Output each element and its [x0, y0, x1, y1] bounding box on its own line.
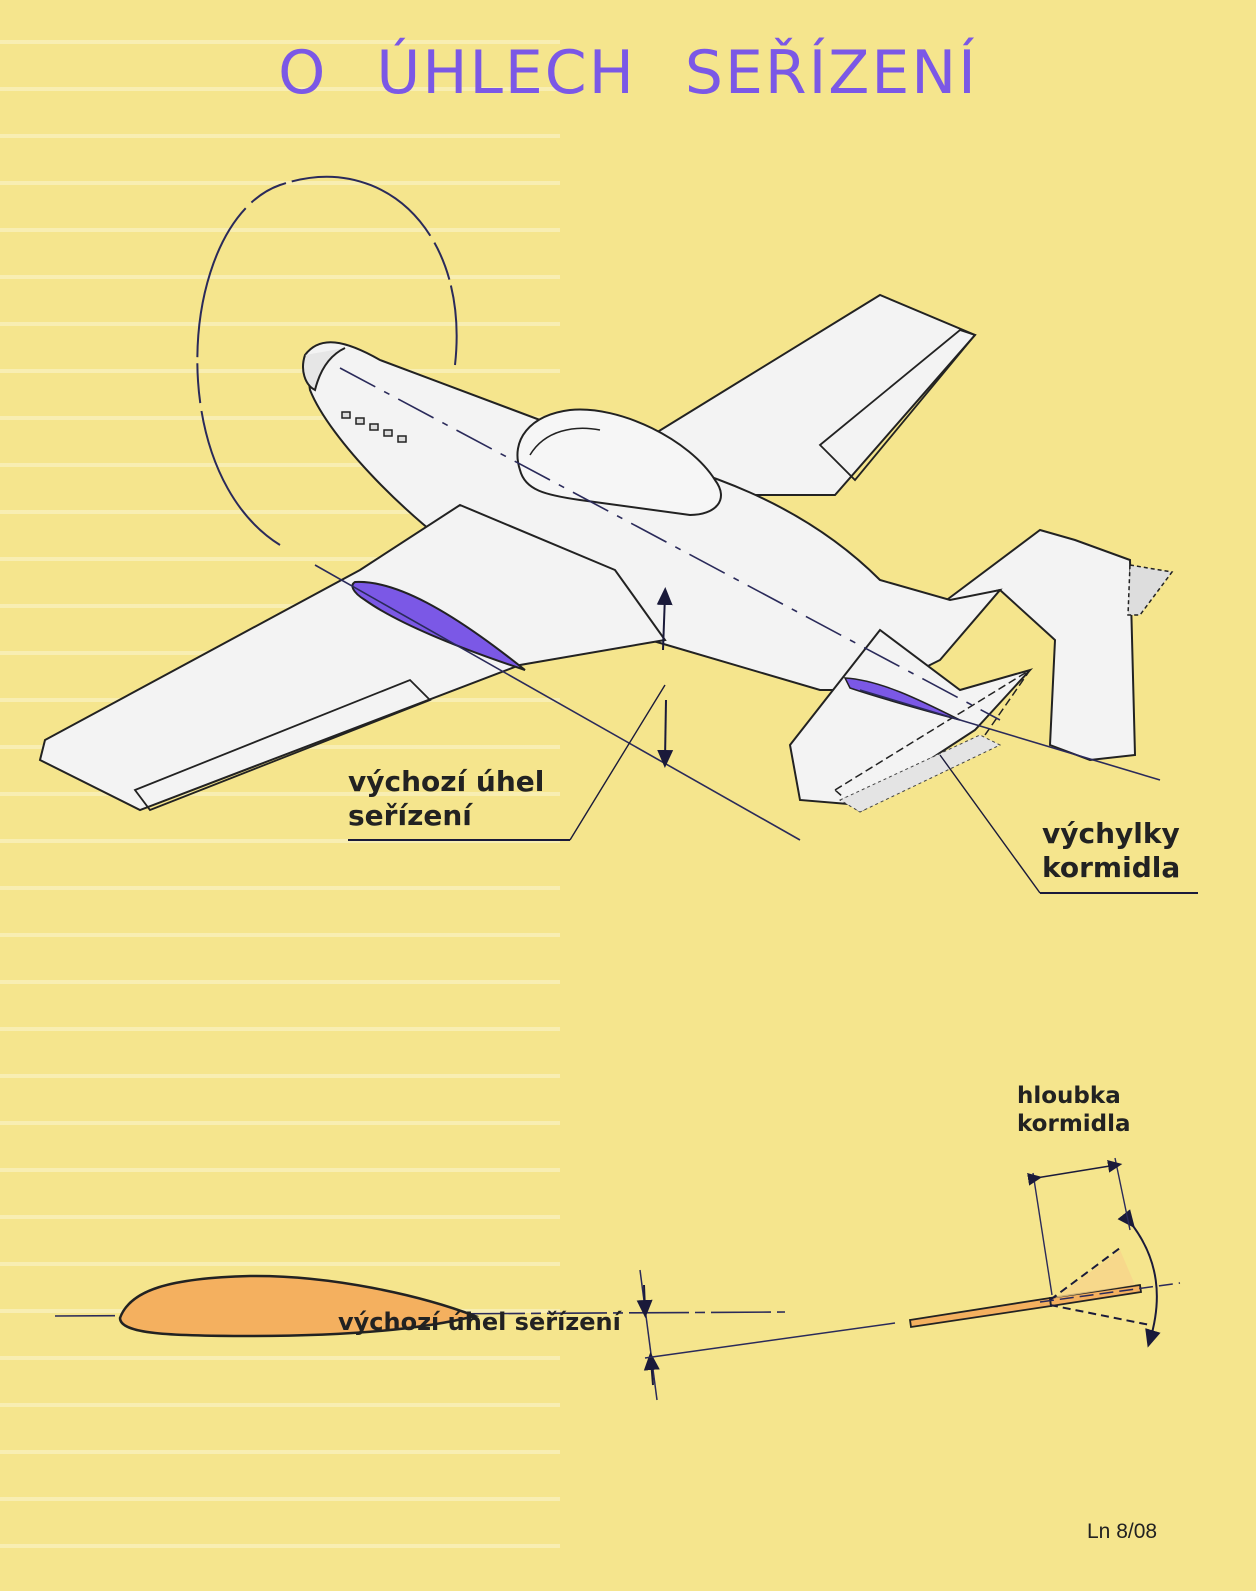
hinge-axis-line	[1039, 1282, 1181, 1303]
angle-arrow-up	[643, 1352, 660, 1386]
depth-dim-left	[1032, 1172, 1053, 1296]
rudder-deflection-line2: kormidla	[1042, 850, 1181, 884]
elevator-hinge-fill	[1055, 1250, 1135, 1298]
rudder-hatch	[1127, 564, 1174, 616]
horizontal-stabilizer	[788, 628, 1034, 807]
airfoil-profile	[118, 1274, 480, 1338]
angle-arrow-down	[636, 1284, 653, 1318]
initial-angle-label: výchozí úhel seřízení	[348, 765, 544, 832]
wing-chord-line	[314, 564, 801, 841]
page-footer: Ln 8/08	[1087, 1520, 1158, 1543]
rudder-depth-line2: kormidla	[1017, 1110, 1131, 1137]
initial-angle-line2: seřízení	[348, 798, 472, 832]
tail-chord-line	[859, 689, 1161, 781]
canopy	[516, 408, 722, 517]
deflection-leader-line	[939, 754, 1041, 894]
exhaust-stacks	[341, 411, 407, 443]
left-aileron	[133, 678, 432, 812]
tail-profile	[908, 1296, 1053, 1329]
tail-reference-line	[644, 1322, 896, 1359]
angle-arrow-bottom	[657, 699, 674, 768]
elevator-down-dashed	[1049, 1304, 1151, 1326]
right-aileron	[818, 328, 977, 482]
angle-arrow-top	[656, 587, 673, 651]
elevator-up-dashed	[1049, 1247, 1121, 1301]
wing-profile	[351, 580, 526, 671]
rudder-deflection-label: výchylky kormidla	[1042, 817, 1180, 884]
elevator-hatch	[838, 734, 1002, 813]
initial-angle-line1: výchozí úhel	[348, 765, 545, 798]
rudder-depth-label: hloubka kormidla	[1017, 1083, 1131, 1138]
deflection-arc	[1117, 1209, 1161, 1348]
fuselage	[303, 341, 1003, 691]
rudder-depth-line1: hloubka	[1017, 1083, 1121, 1109]
page-title: O ÚHLECH SEŘÍZENÍ	[278, 38, 978, 108]
propeller-disc	[196, 175, 458, 546]
rudder-deflection-line1: výchylky	[1042, 817, 1180, 850]
depth-dim-arrow	[1027, 1159, 1123, 1186]
angle-leader-line	[569, 684, 666, 841]
initial-angle-bottom-label: výchozí úhel seřízení	[338, 1308, 621, 1336]
depth-dim-right	[1114, 1157, 1131, 1231]
fuselage-axis-line	[339, 367, 1001, 721]
canopy-frame	[529, 427, 601, 456]
spinner	[302, 347, 346, 392]
left-wing	[38, 503, 667, 812]
angle-vertical-line	[639, 1269, 658, 1401]
tail-fin	[939, 528, 1137, 762]
